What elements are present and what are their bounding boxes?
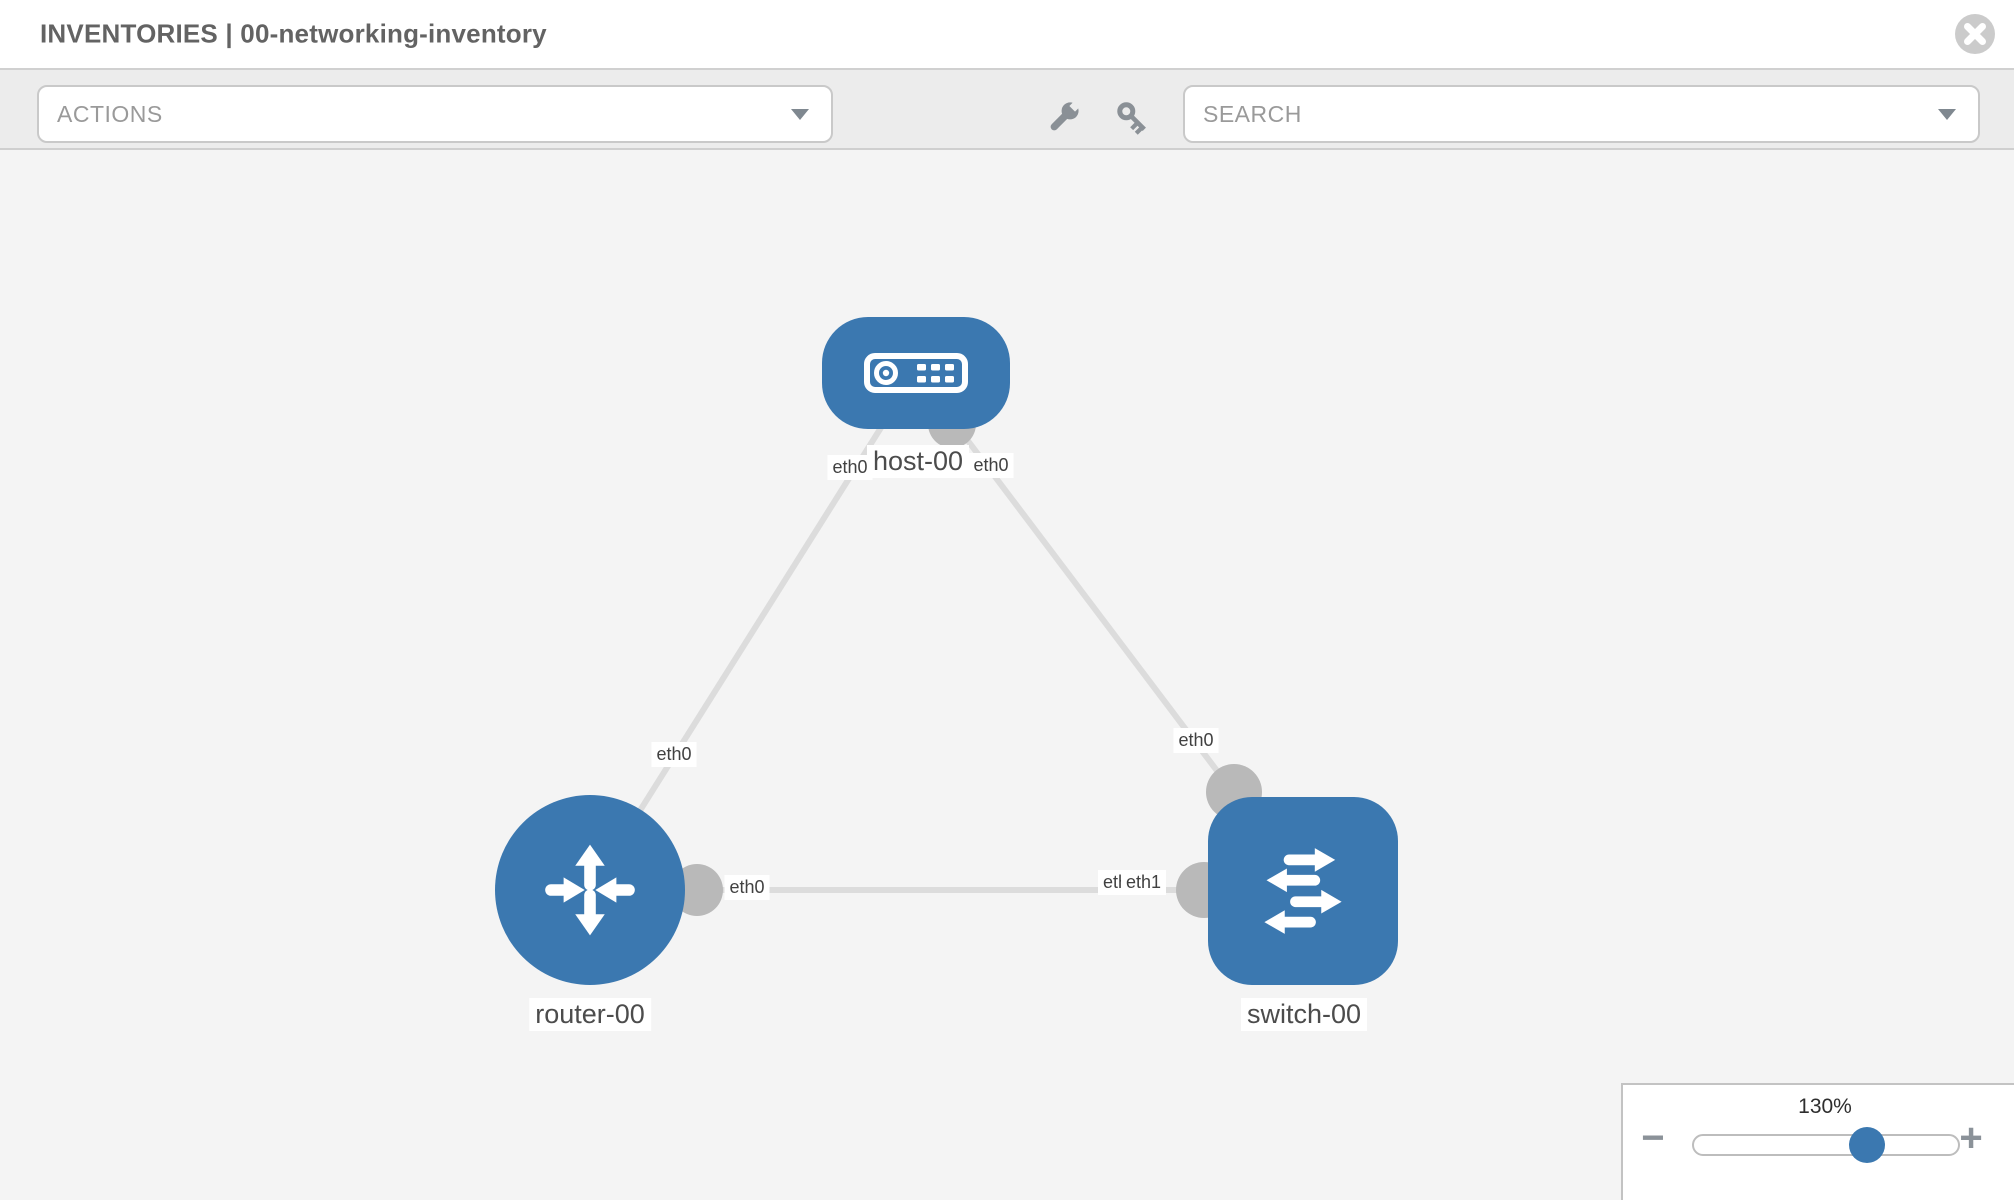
topology-canvas[interactable]: eth0 host-00 eth0 eth0 eth0 eth0 eth0 et… — [0, 150, 2014, 1200]
close-button[interactable] — [1954, 13, 1996, 55]
interface-label: eth0 — [651, 742, 697, 767]
actions-dropdown-label: ACTIONS — [57, 100, 163, 127]
zoom-slider[interactable] — [1692, 1127, 1960, 1163]
search-dropdown[interactable]: SEARCH — [1183, 85, 1980, 143]
close-icon — [1955, 14, 1995, 54]
wrench-icon — [1050, 98, 1083, 131]
switch-icon — [1264, 848, 1342, 934]
interface-label: eth0 — [827, 455, 873, 480]
configure-button[interactable] — [1040, 96, 1086, 140]
node-label-router-00: router-00 — [529, 998, 651, 1031]
router-icon — [545, 844, 635, 936]
node-host-00[interactable] — [822, 317, 1010, 429]
server-icon — [864, 353, 968, 393]
zoom-out-button[interactable]: − — [1641, 1116, 1665, 1160]
interface-label: eth0 — [968, 453, 1014, 478]
link-host-switch — [913, 370, 1236, 794]
key-icon — [1117, 102, 1146, 135]
key-button[interactable] — [1110, 96, 1156, 140]
node-switch-00[interactable] — [1208, 797, 1398, 985]
zoom-slider-handle[interactable] — [1849, 1127, 1885, 1163]
interface-label: eth0 — [1173, 728, 1219, 753]
zoom-panel: 130% − + — [1621, 1083, 2014, 1200]
interface-label: eth0 — [724, 875, 770, 900]
actions-dropdown[interactable]: ACTIONS — [37, 85, 833, 143]
toolbar: ACTIONS SEARC — [0, 70, 2014, 150]
search-placeholder: SEARCH — [1203, 100, 1302, 127]
header: INVENTORIES | 00-networking-inventory — [0, 0, 2014, 70]
zoom-in-button[interactable]: + — [1959, 1116, 1983, 1160]
chevron-down-icon — [1938, 109, 1956, 120]
zoom-level-label: 130% — [1798, 1095, 1852, 1118]
node-label-host-00: host-00 — [866, 445, 970, 478]
node-router-00[interactable] — [495, 795, 685, 985]
topology-links-layer — [587, 370, 1262, 918]
chevron-down-icon — [791, 109, 809, 120]
interface-label: eth1 — [1121, 870, 1167, 895]
page-title: INVENTORIES | 00-networking-inventory — [40, 18, 547, 49]
node-label-switch-00: switch-00 — [1240, 998, 1368, 1031]
